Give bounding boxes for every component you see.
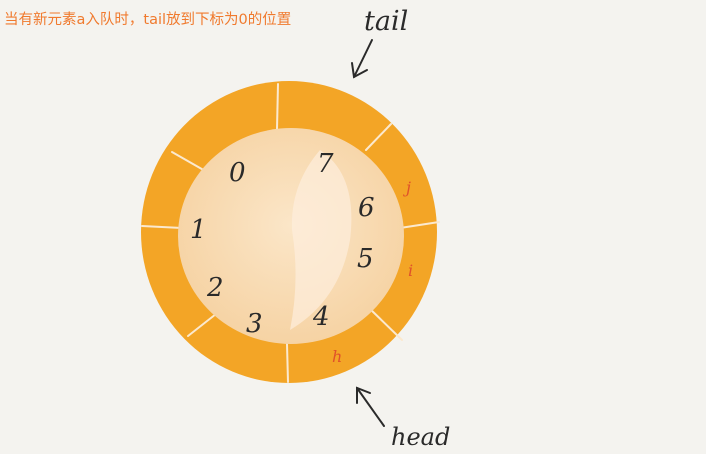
index-label-3: 3 (246, 309, 263, 339)
index-label-2: 2 (206, 273, 224, 303)
index-labels: 0 1 2 3 4 5 6 7 (190, 149, 375, 339)
queue-inner-disk (178, 128, 404, 344)
inner-disk-highlight (290, 150, 352, 330)
element-value-slot-4: h (332, 347, 342, 366)
tail-arrow (351, 39, 373, 79)
head-arrow (356, 386, 385, 427)
index-label-4: 4 (312, 302, 330, 332)
caption: 当有新元素a入队时，tail放到下标为0的位置 (4, 12, 292, 28)
index-label-0: 0 (229, 158, 246, 188)
element-value-slot-5: i (408, 261, 413, 280)
head-label: head (391, 423, 450, 451)
segment-dividers (141, 83, 440, 383)
index-label-7: 7 (317, 149, 334, 179)
index-label-6: 6 (358, 193, 375, 223)
tail-label: tail (364, 6, 408, 37)
index-label-5: 5 (357, 244, 374, 274)
index-label-1: 1 (190, 215, 207, 245)
element-values: h i j (332, 178, 413, 366)
element-value-slot-6: j (403, 178, 411, 197)
